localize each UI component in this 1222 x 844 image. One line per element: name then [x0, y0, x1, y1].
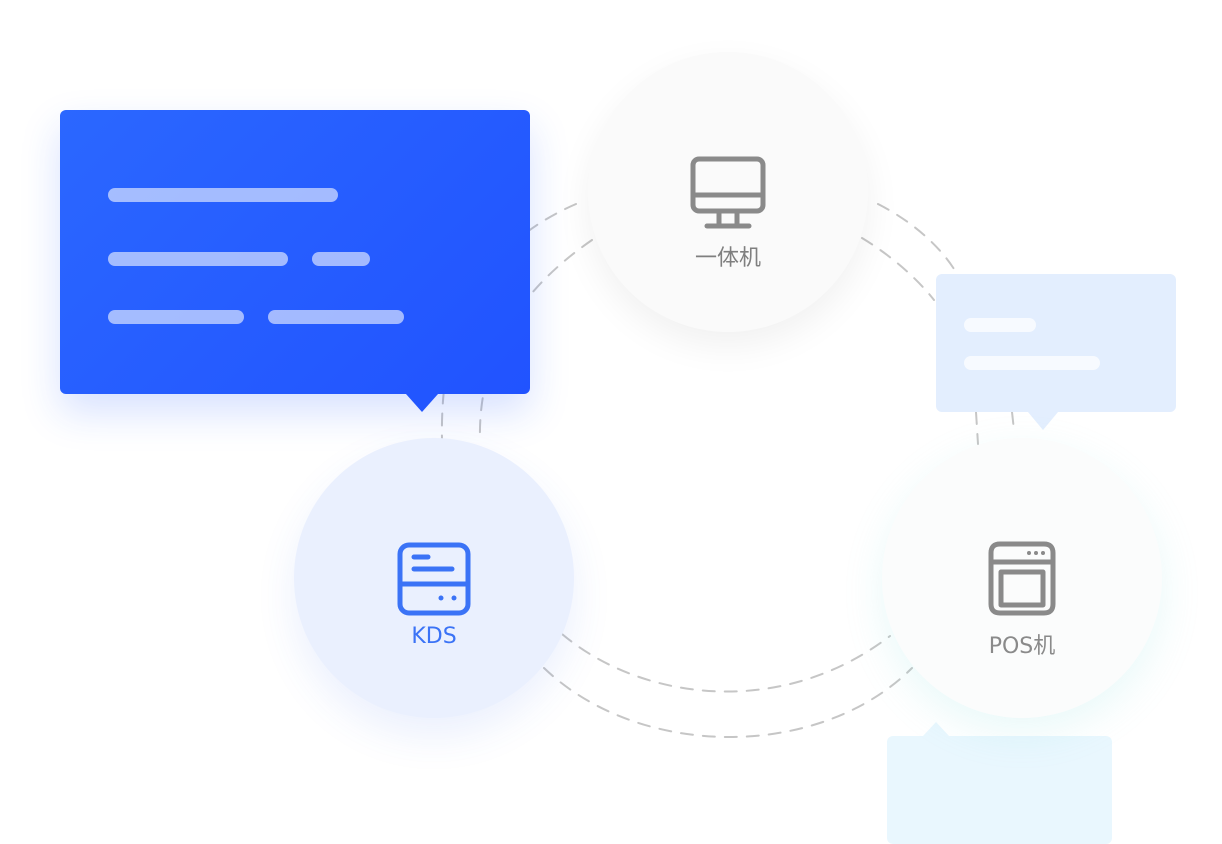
placeholder-line: [108, 252, 288, 266]
connector-arc-bottom-outer: [543, 667, 913, 738]
node-label: KDS: [411, 624, 457, 649]
light-blue-message-card: [936, 274, 1176, 430]
kitchen-display-icon: [396, 542, 472, 622]
connector-arc-right-lower-outer: [975, 411, 979, 445]
cyan-message-card: [887, 722, 1112, 844]
connector-arc-top-right-outer: [877, 203, 959, 277]
node-pos: POS机: [882, 438, 1162, 718]
node-kds: KDS: [294, 438, 574, 718]
node-all-in-one: 一体机: [588, 52, 868, 332]
connector-arc-right-lower-inner: [1011, 411, 1015, 431]
placeholder-line: [108, 310, 244, 324]
connector-arc-bottom-inner: [561, 633, 891, 693]
placeholder-line: [108, 188, 338, 202]
connector-arc-outer: [440, 203, 577, 441]
placeholder-line: [312, 252, 370, 266]
pos-terminal-icon: [987, 540, 1057, 620]
blue-message-card: [60, 110, 530, 412]
placeholder-line: [964, 356, 1100, 370]
node-label: 一体机: [694, 246, 761, 271]
placeholder-line: [268, 310, 404, 324]
node-label: POS机: [988, 634, 1056, 659]
monitor-icon: [689, 154, 767, 236]
placeholder-line: [964, 318, 1036, 332]
connector-arc-top-right-inner: [861, 237, 935, 301]
